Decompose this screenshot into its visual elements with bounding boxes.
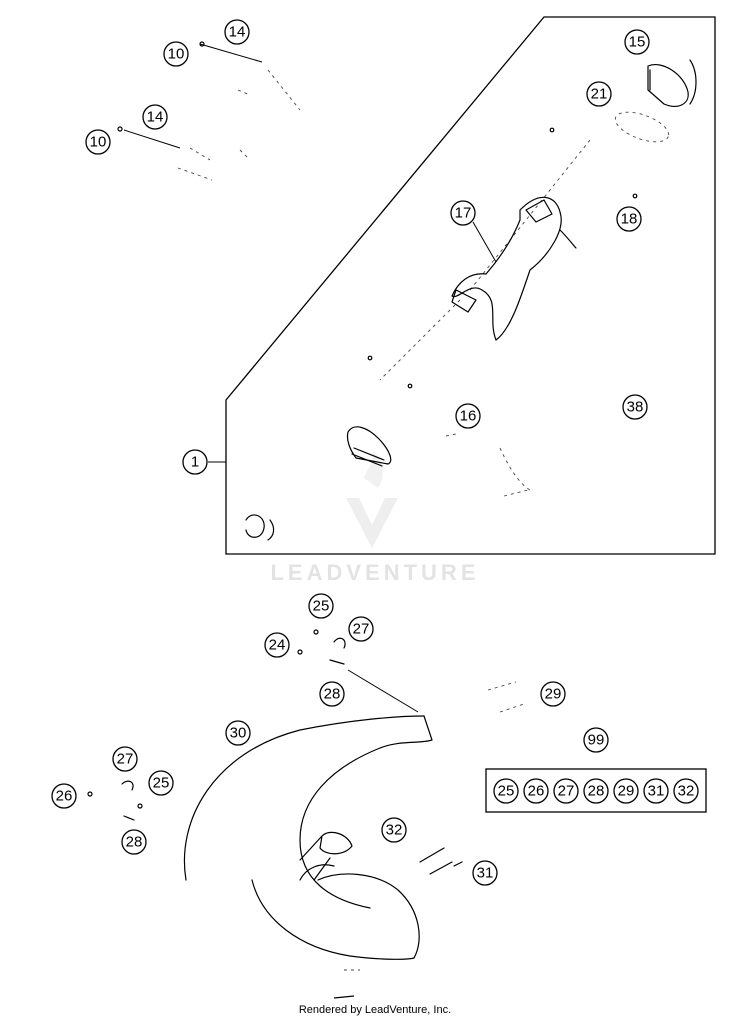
svg-text:28: 28 [588, 783, 605, 800]
spring-assembly-lower [87, 780, 143, 821]
callout-26-lower: 26 [51, 783, 77, 809]
callout-16: 16 [455, 403, 481, 429]
svg-text:26: 26 [528, 783, 545, 800]
svg-text:27: 27 [353, 621, 370, 638]
callout-29: 29 [540, 681, 566, 707]
callout-18: 18 [616, 206, 642, 232]
svg-text:28: 28 [324, 686, 341, 703]
spring-29-part [487, 681, 525, 713]
svg-text:32: 32 [386, 822, 403, 839]
svg-text:15: 15 [629, 34, 646, 51]
svg-text:1: 1 [191, 454, 199, 471]
kit-box-frame [485, 768, 707, 813]
svg-text:27: 27 [558, 783, 575, 800]
callout-27-upper: 27 [348, 616, 374, 642]
callout-25-lower: 25 [148, 770, 174, 796]
svg-text:31: 31 [648, 783, 665, 800]
callout-14-upper: 14 [224, 19, 250, 45]
svg-text:26: 26 [56, 788, 73, 805]
callout-17: 17 [450, 200, 476, 226]
callout-10-upper: 10 [163, 41, 189, 67]
retaining-ring-part [245, 514, 275, 541]
spring-assembly-upper [297, 629, 419, 713]
kit-callout-32: 32 [673, 778, 699, 804]
footer-credit: Rendered by LeadVenture, Inc. [298, 1004, 452, 1016]
svg-text:38: 38 [627, 399, 644, 416]
gasket-ring-part [614, 111, 670, 143]
end-cap-part [647, 59, 697, 107]
leadventure-logo-watermark [346, 450, 398, 548]
svg-text:29: 29 [618, 783, 635, 800]
svg-text:10: 10 [168, 46, 185, 63]
callout-30: 30 [225, 720, 251, 746]
svg-text:27: 27 [117, 751, 134, 768]
callout-31: 31 [472, 860, 498, 886]
svg-text:32: 32 [678, 783, 695, 800]
svg-text:14: 14 [147, 109, 164, 126]
silencer-body-part [367, 127, 638, 497]
screw-assembly-upper [199, 41, 301, 111]
leader-line-17 [472, 221, 497, 263]
exhaust-pipe-part [183, 715, 433, 971]
footer-mark [333, 995, 355, 999]
callout-10-lower: 10 [85, 129, 111, 155]
svg-text:25: 25 [313, 598, 330, 615]
kit-callout-29: 29 [613, 778, 639, 804]
kit-callout-31: 31 [643, 778, 669, 804]
callout-25-upper: 25 [308, 593, 334, 619]
kit-callout-27: 27 [553, 778, 579, 804]
kit-callout-28: 28 [583, 778, 609, 804]
callout-15: 15 [624, 29, 650, 55]
callout-99: 99 [583, 727, 609, 753]
svg-text:10: 10 [90, 134, 107, 151]
svg-text:18: 18 [621, 211, 638, 228]
svg-text:25: 25 [498, 783, 515, 800]
svg-text:21: 21 [591, 86, 608, 103]
svg-text:31: 31 [477, 865, 494, 882]
callout-32: 32 [381, 817, 407, 843]
svg-text:24: 24 [269, 637, 286, 654]
svg-text:30: 30 [230, 725, 247, 742]
watermark-text: LEADVENTURE [270, 560, 480, 585]
inner-cone-part [346, 426, 457, 467]
callout-27-lower: 27 [112, 746, 138, 772]
silencer-group-frame [225, 16, 716, 555]
svg-text:16: 16 [460, 408, 477, 425]
callout-21: 21 [586, 81, 612, 107]
svg-text:99: 99 [588, 732, 605, 749]
kit-callout-25: 25 [493, 778, 519, 804]
svg-text:17: 17 [455, 205, 472, 222]
svg-text:25: 25 [153, 775, 170, 792]
callout-24: 24 [264, 632, 290, 658]
svg-text:29: 29 [545, 686, 562, 703]
svg-text:28: 28 [126, 834, 143, 851]
callout-28-lower: 28 [121, 829, 147, 855]
kit-callout-26: 26 [523, 778, 549, 804]
screw-assembly-lower [117, 126, 251, 181]
o-ring-31-32-part [419, 847, 463, 875]
callout-38: 38 [622, 394, 648, 420]
callout-28-upper: 28 [319, 681, 345, 707]
callout-14-lower: 14 [142, 104, 168, 130]
callout-1: 1 [182, 449, 208, 475]
svg-text:14: 14 [229, 24, 246, 41]
